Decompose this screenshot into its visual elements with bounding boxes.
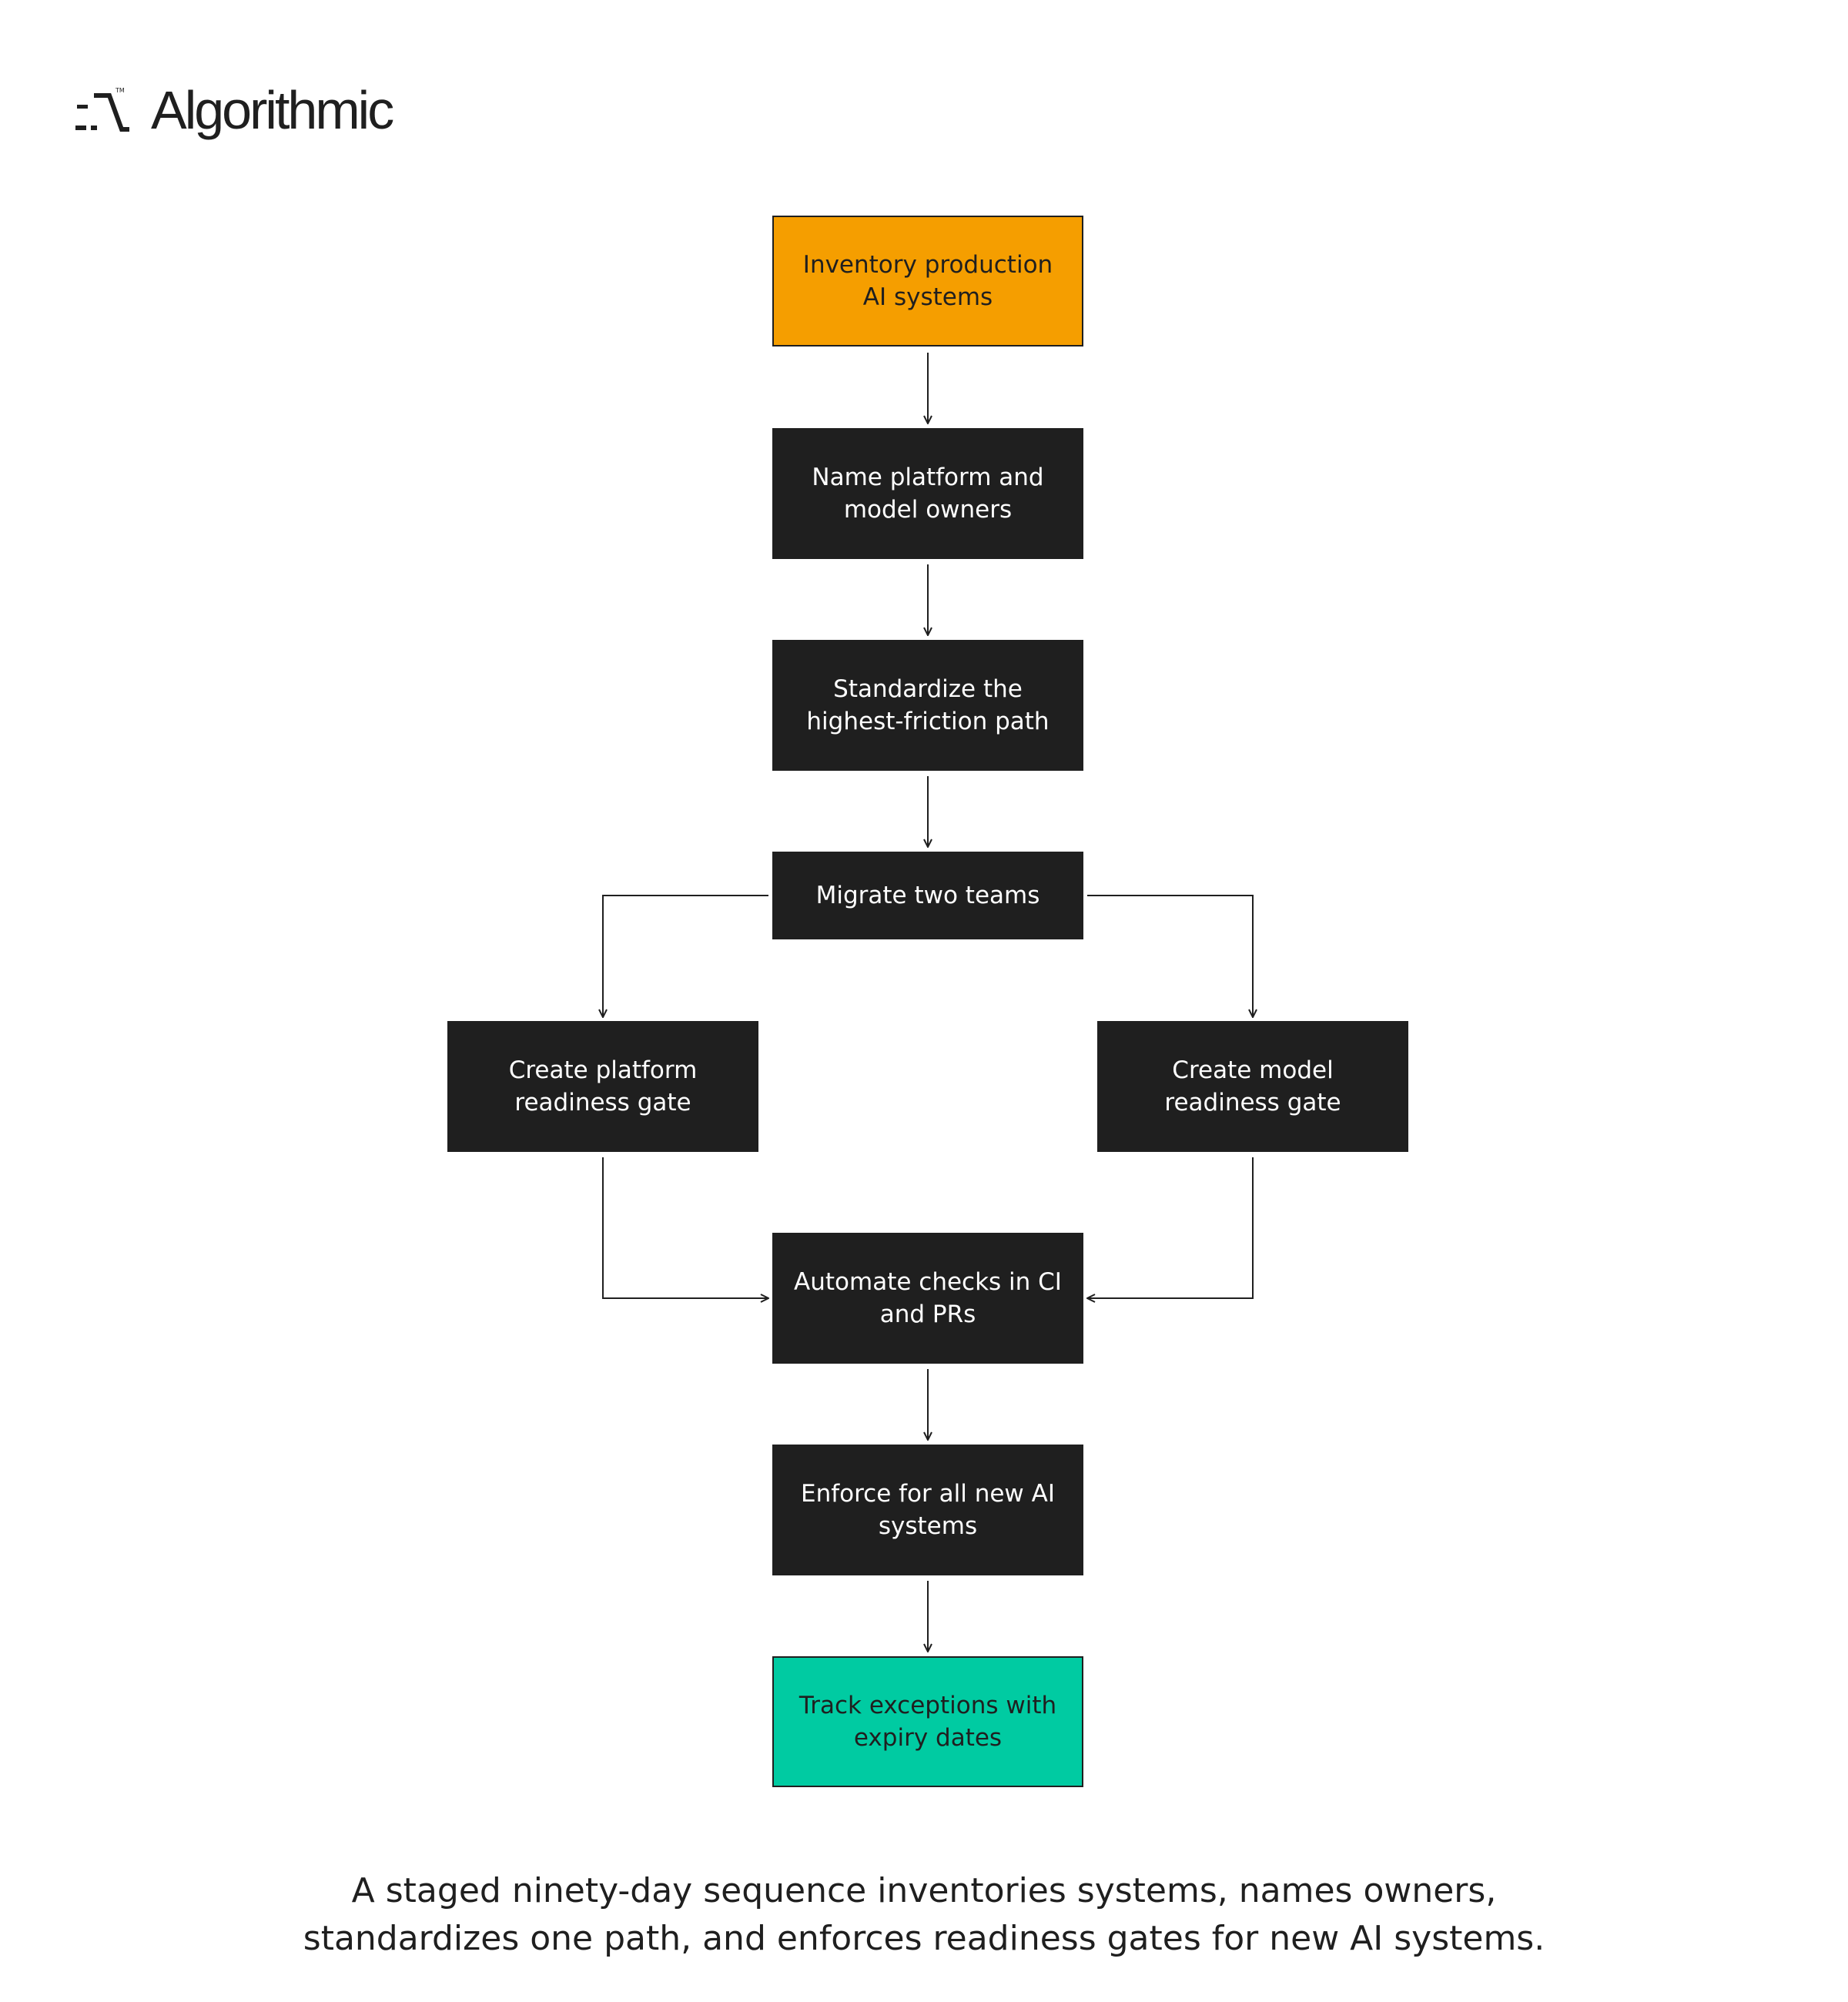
caption-line-1: A staged ninety-day sequence inventories…: [351, 1871, 1497, 1910]
node-create-platform-readiness-gate: Create platform readiness gate: [447, 1021, 758, 1152]
node-inventory-production-ai-systems: Inventory production AI systems: [772, 216, 1083, 346]
caption-line-2: standardizes one path, and enforces read…: [303, 1919, 1545, 1958]
trademark-mark: TM: [115, 87, 125, 94]
brand-logo: TM Algorithmic: [75, 75, 394, 145]
edge-platform-gate-to-automate: [602, 1157, 768, 1298]
node-label: Enforce for all new AI systems: [801, 1480, 1055, 1540]
node-create-model-readiness-gate: Create model readiness gate: [1097, 1021, 1408, 1152]
node-track-exceptions-with-expiry-dates: Track exceptions with expiry dates: [772, 1656, 1083, 1787]
node-name-platform-and-model-owners: Name platform and model owners: [772, 428, 1083, 559]
figure-caption: A staged ninety-day sequence inventories…: [154, 1867, 1694, 1963]
node-label: Migrate two teams: [815, 882, 1040, 909]
edge-model-gate-to-automate: [1087, 1157, 1254, 1298]
node-automate-checks-in-ci-and-prs: Automate checks in CI and PRs: [772, 1233, 1083, 1364]
edge-migrate-to-platform-gate: [603, 895, 768, 1017]
node-label: Create model readiness gate: [1164, 1056, 1341, 1116]
node-standardize-highest-friction-path: Standardize the highest-friction path: [772, 640, 1083, 771]
node-label: Track exceptions with expiry dates: [798, 1692, 1057, 1752]
node-migrate-two-teams: Migrate two teams: [772, 852, 1083, 939]
node-label: Automate checks in CI and PRs: [794, 1268, 1062, 1328]
node-label: Standardize the highest-friction path: [806, 675, 1050, 735]
node-enforce-for-all-new-ai-systems: Enforce for all new AI systems: [772, 1445, 1083, 1575]
algorithmic-step-logo-icon: TM: [75, 87, 129, 132]
node-label: Inventory production AI systems: [802, 251, 1053, 311]
node-label: Name platform and model owners: [812, 464, 1044, 524]
brand-name: Algorithmic: [151, 80, 394, 140]
edge-migrate-to-model-gate: [1087, 895, 1253, 1017]
node-label: Create platform readiness gate: [508, 1056, 698, 1116]
